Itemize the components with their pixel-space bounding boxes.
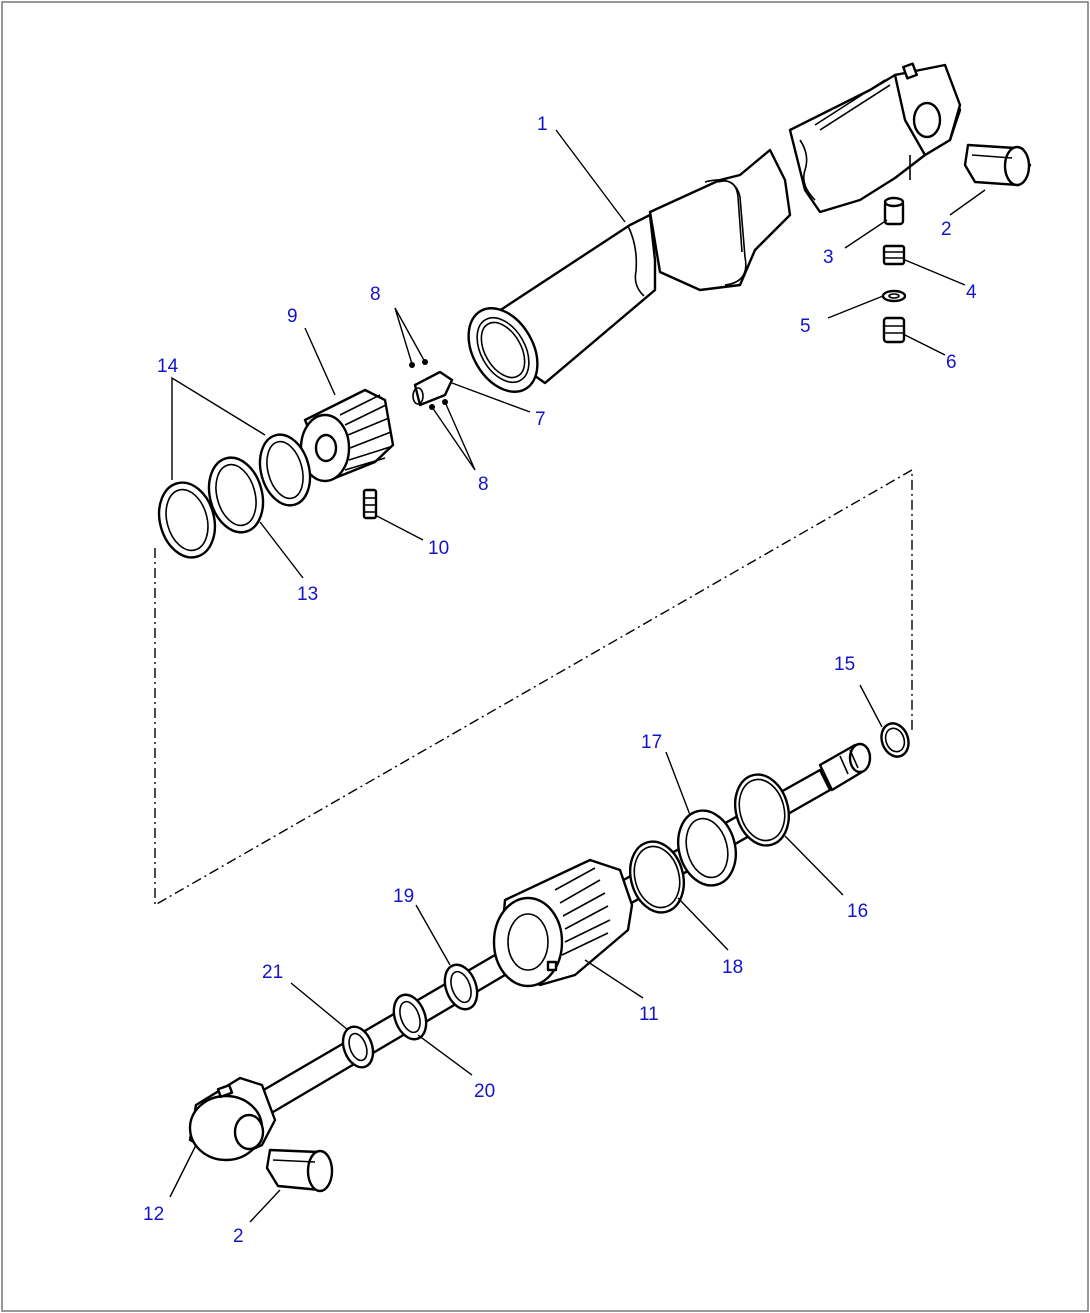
bushing-upper: [963, 143, 1032, 187]
callout-2-lower: 2: [233, 1226, 244, 1247]
callout-20: 20: [474, 1081, 495, 1102]
leader-lines: [169, 129, 986, 1223]
callout-19: 19: [393, 886, 414, 907]
callout-2-upper: 2: [941, 219, 952, 240]
piston-rings: [157, 433, 312, 559]
callout-5: 5: [800, 316, 811, 337]
callout-13: 13: [297, 584, 318, 605]
rod-seals: [341, 963, 479, 1069]
callout-labels: 1 2 3 4 5 6 7 8 8 9 10 13 14 15 17 16 18…: [143, 114, 977, 1247]
callout-7: 7: [535, 409, 546, 430]
callout-18: 18: [722, 957, 743, 978]
callout-21: 21: [262, 962, 283, 983]
callout-1: 1: [537, 114, 548, 135]
cylinder-head: [492, 858, 634, 988]
callout-16: 16: [847, 901, 868, 922]
grease-fitting-parts: [881, 196, 907, 344]
callout-4: 4: [966, 282, 977, 303]
callout-12: 12: [143, 1204, 164, 1225]
cylinder-tube: [467, 62, 962, 393]
callout-11: 11: [639, 1004, 659, 1025]
head-rings: [629, 722, 910, 914]
assembly-reference-lines: [154, 468, 913, 907]
callout-14: 14: [157, 356, 179, 377]
callout-10: 10: [428, 538, 449, 559]
callout-15: 15: [834, 654, 855, 675]
callout-6: 6: [946, 352, 957, 373]
callout-9: 9: [287, 306, 298, 327]
bushing-lower: [265, 1148, 334, 1193]
set-screw: [362, 488, 378, 520]
callout-8-upper: 8: [370, 284, 381, 305]
callout-3: 3: [823, 247, 834, 268]
callout-8-lower: 8: [478, 474, 489, 495]
piston: [299, 388, 395, 483]
callout-17: 17: [641, 732, 662, 753]
